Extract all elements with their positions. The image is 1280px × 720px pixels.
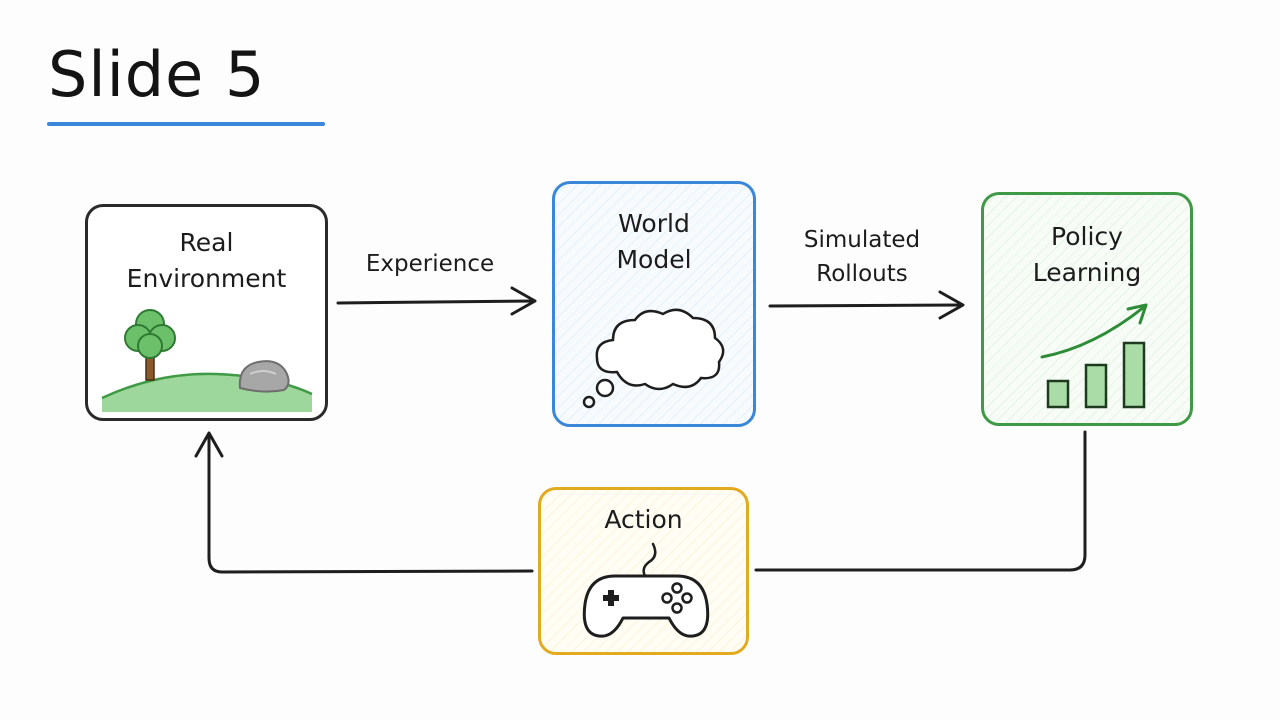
simulated-rollouts-label-line2: Rollouts [816,261,908,287]
simulated-rollouts-label: Simulated Rollouts [787,223,937,291]
experience-label: Experience [365,251,495,277]
action-label: Action [604,505,683,534]
real-environment-node[interactable]: Real Environment [85,204,328,421]
action-to-environment-connector [207,434,534,574]
world-model-label: World Model [555,206,753,278]
world-model-label-line1: World [618,209,690,238]
slide-title: Slide 5 [48,38,266,111]
policy-learning-node[interactable]: Policy Learning [981,192,1193,426]
world-model-label-line2: Model [616,245,692,274]
gamepad-icon [582,542,710,638]
real-environment-label-line2: Environment [126,264,287,293]
experience-arrow [336,299,536,305]
simulated-rollouts-arrowhead [938,290,965,320]
landscape-tree-rock-icon [101,309,313,412]
title-underline [47,122,325,126]
real-environment-label-line1: Real [179,228,234,257]
action-to-environment-arrowhead [194,431,224,458]
policy-learning-label: Policy Learning [984,219,1190,291]
simulated-rollouts-arrow [768,303,964,308]
simulated-rollouts-label-line1: Simulated [803,227,921,253]
thought-cloud-icon [582,308,725,409]
world-model-node[interactable]: World Model [552,181,756,427]
action-node[interactable]: Action [538,487,749,655]
experience-arrowhead [510,286,537,316]
policy-learning-label-line1: Policy [1051,222,1123,251]
real-environment-label: Real Environment [88,225,325,297]
policy-learning-label-line2: Learning [1032,258,1142,287]
growth-bar-chart-icon [1040,303,1148,409]
policy-to-action-connector [754,430,1087,572]
